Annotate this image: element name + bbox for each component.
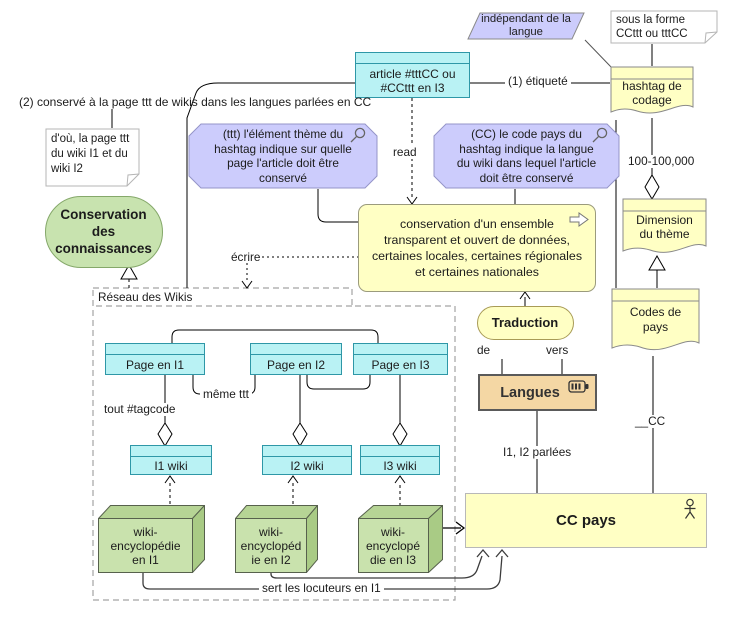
- node-label: Page en I2: [266, 357, 326, 372]
- callout-text: (CC) le code pays du hashtag indique la …: [456, 127, 597, 185]
- node-label: Codes de pays: [629, 305, 682, 334]
- node-label: wiki- encyclopé die en I3: [365, 524, 421, 567]
- group-title-reseau-wikis[interactable]: Réseau des Wikis: [98, 290, 193, 304]
- note-text: sous la forme CCttt ou tttCC: [616, 14, 688, 40]
- actor-icon: [684, 498, 696, 519]
- edge-label-ecrire: écrire: [231, 250, 261, 264]
- node-label: Dimension du thème: [636, 213, 693, 241]
- node-wiki-i3[interactable]: I3 wiki: [360, 445, 440, 475]
- class-header: [263, 446, 351, 457]
- node-codes-pays[interactable]: Codes de pays: [611, 288, 700, 356]
- node-encyclopedie-i2[interactable]: wiki- encyclopéd ie en I2: [235, 505, 318, 573]
- edge-label-conserve-page: (2) conservé à la page ttt de wikis dans…: [19, 95, 372, 109]
- node-wiki-i2[interactable]: I2 wiki: [262, 445, 352, 475]
- node-label: wiki- encyclopédie en I1: [110, 524, 181, 567]
- magnifier-icon: [592, 127, 608, 143]
- edge-label-vers: vers: [546, 343, 569, 357]
- node-traduction[interactable]: Traduction: [477, 306, 574, 340]
- edge-label-parlees: I1, I2 parlées: [500, 446, 575, 459]
- right-arrow-icon: [569, 212, 589, 227]
- edge-label-etiquete: (1) étiqueté: [505, 75, 571, 88]
- parallelogram-text: indépendant de la langue: [481, 13, 571, 38]
- class-header: [251, 344, 341, 355]
- class-header: [361, 446, 439, 457]
- node-label: Conservation des connaissances: [55, 207, 152, 256]
- note-dou[interactable]: d'où, la page ttt du wiki I1 et du wiki …: [45, 128, 140, 187]
- class-header: [131, 446, 211, 457]
- edge-label-read: read: [390, 146, 420, 159]
- class-header: [354, 344, 447, 355]
- node-label: conservation d'un ensemble transparent e…: [371, 217, 583, 279]
- node-wiki-i1[interactable]: I1 wiki: [130, 445, 212, 475]
- edge-label-de: de: [477, 343, 491, 357]
- edge-label-cc-role: __CC: [632, 415, 669, 428]
- edge-label-meme-ttt: même ttt: [200, 388, 252, 401]
- node-label: I2 wiki: [290, 458, 324, 473]
- node-label: Page en I1: [125, 357, 185, 372]
- node-page-i3[interactable]: Page en I3: [353, 343, 448, 375]
- node-conservation-connaissances[interactable]: Conservation des connaissances: [45, 196, 163, 268]
- node-label: I1 wiki: [154, 458, 188, 473]
- node-label: Page en I3: [371, 357, 430, 372]
- edge-label-range: 100-100,000: [625, 155, 698, 168]
- node-encyclopedie-i1[interactable]: wiki- encyclopédie en I1: [98, 505, 205, 573]
- node-page-i1[interactable]: Page en I1: [105, 343, 205, 375]
- node-article[interactable]: article #tttCC ou #CCttt en I3: [355, 52, 470, 98]
- node-encyclopedie-i3[interactable]: wiki- encyclopé die en I3: [358, 505, 443, 573]
- callout-text: (ttt) l'élément thème du hashtag indique…: [214, 127, 352, 185]
- node-label: CC pays: [555, 511, 617, 529]
- node-conservation-ensemble[interactable]: conservation d'un ensemble transparent e…: [358, 204, 596, 292]
- edge-label-sert-locuteurs: sert les locuteurs en I1: [259, 582, 384, 595]
- node-label: article #tttCC ou #CCttt en I3: [369, 66, 456, 95]
- note-text: d'où, la page ttt du wiki I1 et du wiki …: [51, 133, 130, 175]
- node-hashtag-codage[interactable]: hashtag de codage: [610, 66, 694, 118]
- battery-icon: [568, 380, 589, 393]
- node-label: wiki- encyclopéd ie en I2: [240, 524, 302, 567]
- callout-cc[interactable]: (CC) le code pays du hashtag indique la …: [433, 123, 620, 189]
- node-langues[interactable]: Langues: [478, 374, 597, 411]
- node-label: hashtag de codage: [622, 79, 682, 107]
- class-header: [356, 53, 469, 64]
- node-cc-pays[interactable]: CC pays: [465, 493, 707, 548]
- class-header: [106, 344, 204, 355]
- edge-label-tout-tagcode: tout #tagcode: [101, 403, 179, 416]
- node-independant-langue[interactable]: indépendant de la langue: [467, 12, 585, 40]
- callout-ttt[interactable]: (ttt) l'élément thème du hashtag indique…: [188, 123, 378, 189]
- node-label: Traduction: [491, 314, 559, 330]
- note-sous-la-forme[interactable]: sous la forme CCttt ou tttCC: [610, 10, 718, 44]
- node-label: I3 wiki: [383, 458, 417, 473]
- magnifier-icon: [350, 127, 366, 143]
- node-dimension-theme[interactable]: Dimension du thème: [622, 198, 707, 258]
- node-page-i2[interactable]: Page en I2: [250, 343, 342, 375]
- node-label: Langues: [500, 384, 560, 401]
